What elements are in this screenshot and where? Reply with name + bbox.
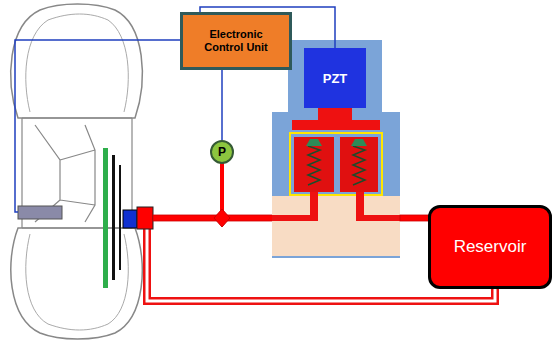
brake-pad (119, 165, 121, 270)
tire-bottom (11, 228, 143, 339)
axle (18, 206, 62, 219)
spring (353, 146, 365, 185)
tire-top (11, 4, 143, 118)
reservoir-pipe (400, 215, 430, 221)
tire-top-inner (26, 14, 129, 112)
spring (308, 146, 320, 185)
control-unit-box: Electronic Control Unit (180, 12, 292, 70)
wheel (11, 4, 143, 339)
valve-channel (356, 215, 400, 221)
plunger (318, 106, 352, 120)
valve-housing (272, 112, 400, 258)
node-label: PZT (323, 71, 348, 86)
sensor-wire (15, 40, 180, 212)
housing-base (272, 196, 400, 256)
caliper-piston (123, 210, 137, 228)
sensor-pipe (220, 163, 224, 213)
valve-cap (306, 139, 322, 146)
valve-frame (290, 133, 382, 195)
caliper-body (137, 207, 153, 229)
valve-channel (272, 215, 318, 221)
piezo-actuator-box: PZT (304, 48, 366, 108)
pressure-sensor-circle: P (210, 140, 234, 164)
plunger-plate (292, 120, 380, 130)
valve-chamber (294, 137, 334, 192)
brake-pad (112, 155, 115, 280)
valve-cap (351, 139, 367, 146)
brake-disc (103, 148, 108, 288)
pipe-junction (214, 209, 230, 227)
valve-chamber (340, 137, 378, 192)
signal-wire (221, 70, 223, 140)
node-label: Reservoir (454, 237, 527, 257)
reservoir-box: Reservoir (428, 205, 552, 289)
node-label: P (218, 145, 226, 159)
node-label: Electronic Control Unit (193, 28, 279, 54)
actuator-frame (288, 40, 382, 115)
